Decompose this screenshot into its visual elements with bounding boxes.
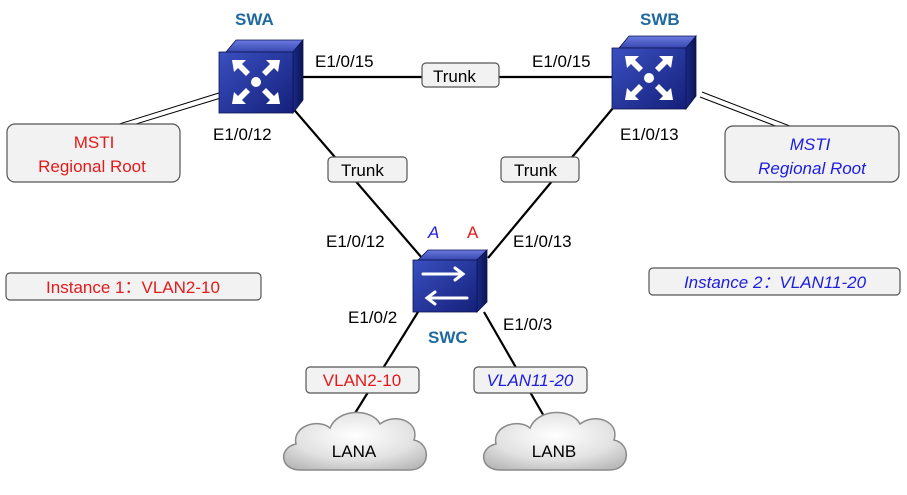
swa-switch-icon[interactable]	[218, 38, 304, 115]
trunk-right-box: Trunk	[500, 156, 580, 183]
port-swc-e1-0-13: E1/0/13	[513, 232, 572, 251]
link-swc-lana	[351, 311, 419, 419]
trunk-left-box: Trunk	[327, 156, 408, 183]
lanb-cloud-icon: LANB	[483, 411, 628, 471]
port-swb-e1-0-13: E1/0/13	[620, 125, 679, 144]
swa-msti-line1: MSTI	[74, 133, 115, 152]
instance-1-box: Instance 1：VLAN2-10	[5, 272, 262, 301]
swc-switch-icon[interactable]	[412, 249, 488, 313]
vlan-lanb-label: VLAN11-20	[487, 371, 574, 390]
port-swa-e1-0-12: E1/0/12	[213, 125, 272, 144]
swb-msti-callout: MSTI Regional Root	[724, 125, 900, 183]
swb-msti-line1: MSTI	[790, 135, 831, 154]
lanb-cloud-label: LANB	[532, 442, 576, 461]
port-mark-left: A	[427, 223, 439, 242]
lana-cloud-icon: LANA	[283, 411, 428, 471]
link-swc-lanb	[483, 311, 546, 419]
swa-label: SWA	[235, 10, 274, 29]
swa-msti-callout: MSTI Regional Root	[6, 123, 181, 183]
swc-label: SWC	[428, 328, 468, 347]
trunk-right-label: Trunk	[514, 161, 557, 180]
swa-msti-line2: Regional Root	[38, 157, 146, 176]
vlan-lanb-box: VLAN11-20	[473, 366, 588, 394]
swb-msti-line2: Regional Root	[758, 159, 867, 178]
port-swc-e1-0-12: E1/0/12	[326, 232, 385, 251]
instance-2-box: Instance 2：VLAN11-20	[648, 267, 901, 296]
trunk-left-label: Trunk	[341, 161, 384, 180]
port-swa-e1-0-15: E1/0/15	[315, 52, 374, 71]
trunk-top-box: Trunk	[421, 62, 500, 88]
instance-1-label: Instance 1：VLAN2-10	[46, 278, 220, 297]
instance-2-label: Instance 2：VLAN11-20	[684, 273, 867, 292]
vlan-lana-box: VLAN2-10	[305, 366, 420, 394]
port-swb-e1-0-15: E1/0/15	[532, 52, 591, 71]
swb-switch-icon[interactable]	[611, 34, 697, 111]
lana-cloud-label: LANA	[332, 442, 377, 461]
swb-label: SWB	[640, 10, 680, 29]
trunk-top-label: Trunk	[433, 67, 476, 86]
vlan-lana-label: VLAN2-10	[323, 371, 401, 390]
port-swc-e1-0-3: E1/0/3	[503, 315, 552, 334]
port-mark-right: A	[467, 223, 479, 242]
port-swc-e1-0-2: E1/0/2	[348, 308, 397, 327]
